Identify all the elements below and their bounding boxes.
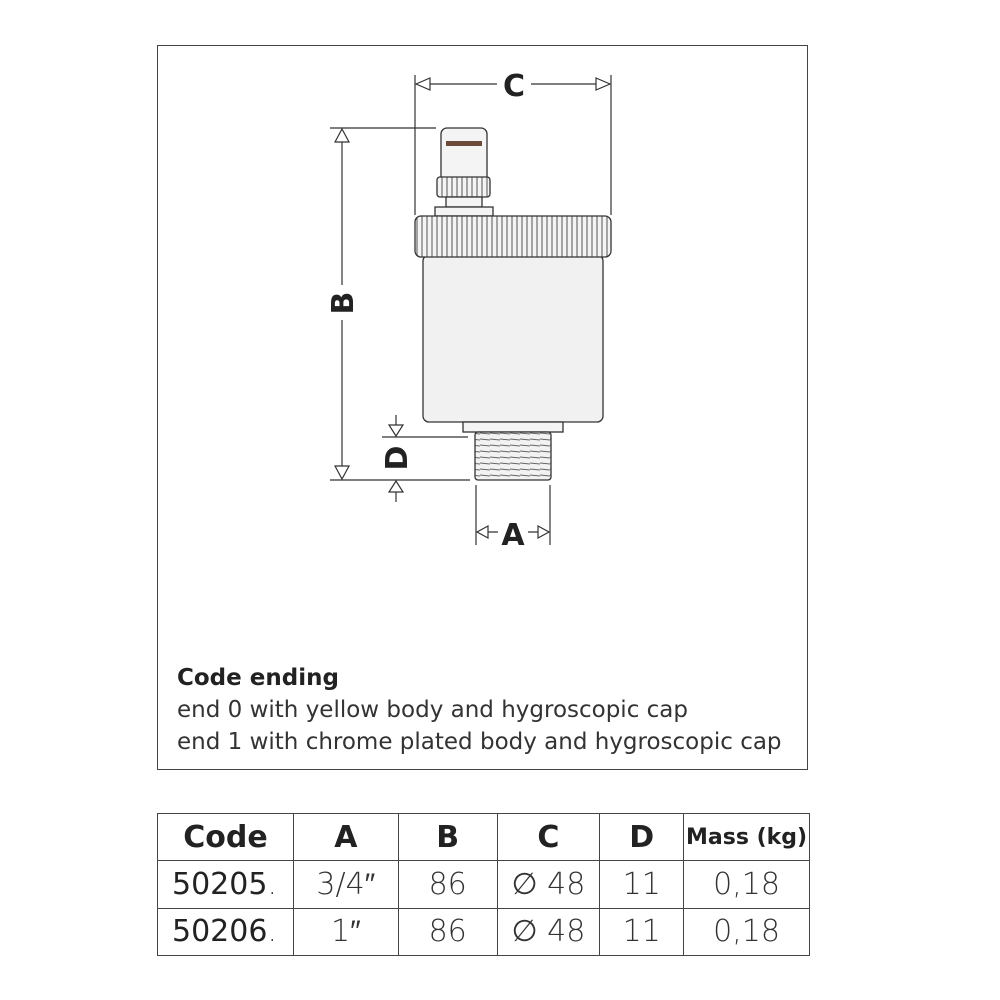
thread <box>474 431 552 481</box>
code-base: 50205 <box>172 866 268 902</box>
cell-a: 1″ <box>292 907 399 957</box>
code-ending-notes: Code ending end 0 with yellow body and h… <box>177 662 782 758</box>
header-b: B <box>397 812 498 862</box>
cell-code: 50205. <box>157 860 294 909</box>
code-base: 50206 <box>172 914 268 950</box>
hex <box>462 421 564 433</box>
cell-b: 86 <box>397 907 498 957</box>
cell-c: ∅ 48 <box>496 907 601 957</box>
dimensions-table: Code A B C D Mass (kg) 50205. 3/4″ 86 ∅ … <box>157 812 810 957</box>
cell-d: 11 <box>599 860 685 909</box>
header-a: A <box>292 812 399 862</box>
cell-b: 86 <box>397 860 498 909</box>
label-b: B <box>326 292 361 315</box>
cell-d: 11 <box>599 907 685 957</box>
label-a: A <box>501 518 525 553</box>
valve-body <box>414 127 612 481</box>
table-header-row: Code A B C D Mass (kg) <box>157 812 810 862</box>
cell-a: 3/4″ <box>292 860 399 909</box>
table-row: 50206. 1″ 86 ∅ 48 11 0,18 <box>157 907 810 957</box>
cell-mass: 0,18 <box>683 860 810 909</box>
knurled-ring <box>414 215 612 258</box>
diagram-frame <box>157 45 808 770</box>
dimension-lines <box>330 75 612 545</box>
cell-mass: 0,18 <box>683 907 810 957</box>
cell-code: 50206. <box>157 907 294 957</box>
note-line: end 1 with chrome plated body and hygros… <box>177 729 782 755</box>
code-suffix: . <box>267 866 277 902</box>
label-d: D <box>380 446 415 471</box>
knurled-nut <box>436 176 491 198</box>
header-c: C <box>496 812 601 862</box>
note-line: end 0 with yellow body and hygroscopic c… <box>177 697 688 723</box>
cell-c: ∅ 48 <box>496 860 601 909</box>
label-c: C <box>503 69 525 104</box>
body <box>422 254 604 423</box>
table-row: 50205. 3/4″ 86 ∅ 48 11 0,18 <box>157 860 810 909</box>
notes-heading: Code ending <box>177 665 339 691</box>
header-d: D <box>599 812 685 862</box>
header-mass: Mass (kg) <box>683 812 810 862</box>
header-code: Code <box>157 812 294 862</box>
code-suffix: . <box>267 914 277 950</box>
